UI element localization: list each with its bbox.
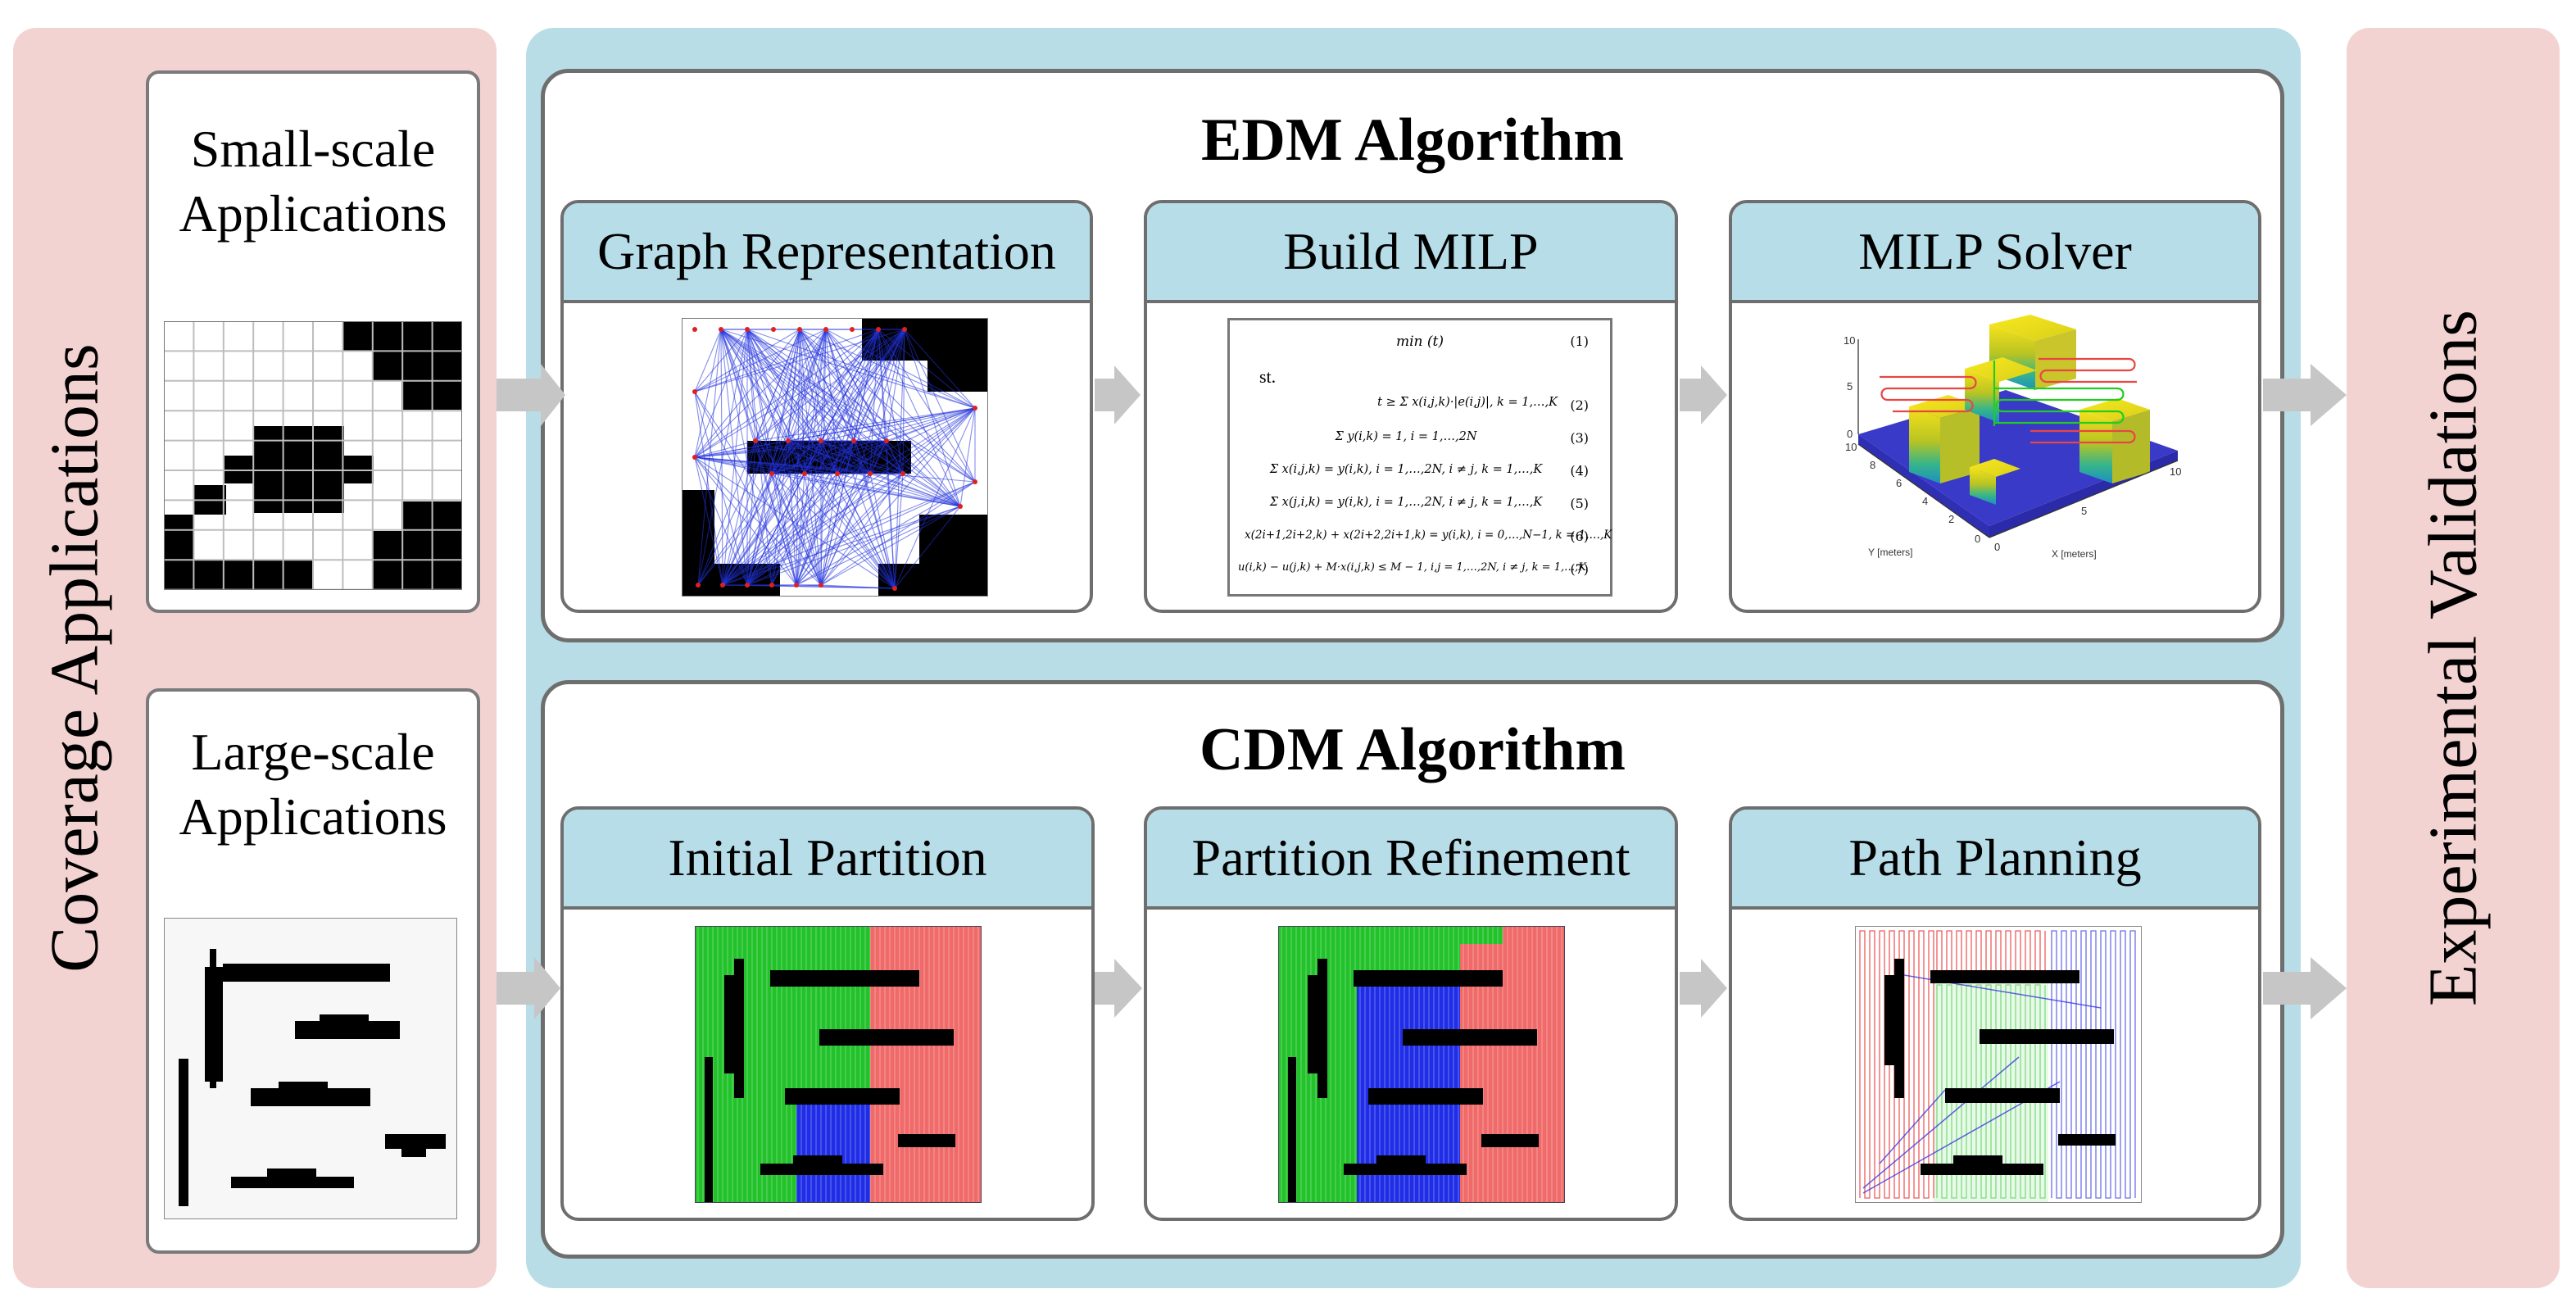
- y-tick: 6: [1896, 477, 1902, 489]
- graph-representation-title: Graph Representation: [564, 203, 1090, 303]
- eq-number: (6): [1570, 529, 1589, 544]
- path-planning-step: Path Planning: [1729, 806, 2261, 1221]
- arrow-graph-to-milp: [1095, 365, 1141, 424]
- large-scale-title-line2: Applications: [179, 787, 447, 846]
- graph-representation-figure: [682, 318, 988, 597]
- y-tick: 4: [1922, 495, 1928, 507]
- milp-constraint: u(i,k) − u(j,k) + M·x(i,j,k) ≤ M − 1, i,…: [1238, 561, 1586, 574]
- x-tick: 0: [1994, 541, 2000, 553]
- graph-representation-step: Graph Representation: [560, 200, 1093, 613]
- initial-partition-title: Initial Partition: [564, 810, 1091, 910]
- z-tick: 10: [1844, 334, 1855, 347]
- small-scale-grid-map: [164, 321, 462, 590]
- eq-number: (3): [1570, 430, 1589, 446]
- path-planning-figure: [1855, 926, 2142, 1203]
- y-tick: 8: [1870, 459, 1875, 471]
- z-tick: 0: [1847, 428, 1853, 440]
- milp-constraint: Σ x(i,j,k) = y(i,k), i = 1,…,2N, i ≠ j, …: [1269, 463, 1543, 476]
- build-milp-step: Build MILP min (t) st. (1) t ≥ Σ x(i,j,k…: [1144, 200, 1678, 613]
- large-scale-map: [164, 918, 457, 1219]
- milp-constraint: Σ x(j,i,k) = y(i,k), i = 1,…,2N, i ≠ j, …: [1269, 496, 1543, 509]
- x-tick: 5: [2081, 505, 2087, 517]
- eq-number: (5): [1570, 496, 1589, 511]
- small-scale-applications-box: Small-scale Applications: [146, 70, 480, 613]
- path-planning-title: Path Planning: [1732, 810, 2258, 910]
- arrow-initial-to-refinement: [1095, 959, 1142, 1018]
- milp-constraint: x(2i+1,2i+2,k) + x(2i+2,2i+1,k) = y(i,k)…: [1245, 529, 1612, 542]
- milp-solver-title: MILP Solver: [1732, 203, 2258, 303]
- eq-number: (4): [1570, 463, 1589, 479]
- edm-algorithm-title: EDM Algorithm: [1201, 107, 1624, 174]
- arrow-solver-to-validation: [2263, 364, 2347, 426]
- initial-partition-figure: [695, 926, 982, 1203]
- partition-refinement-step: Partition Refinement: [1144, 806, 1678, 1221]
- milp-solver-step: MILP Solver: [1729, 200, 2261, 613]
- small-scale-title-line1: Small-scale: [190, 120, 436, 178]
- milp-formulation: min (t) st. (1) t ≥ Σ x(i,j,k)·|e(i,j)|,…: [1227, 318, 1612, 597]
- small-scale-title-line2: Applications: [179, 184, 447, 243]
- x-axis-label: X [meters]: [2052, 548, 2097, 560]
- x-tick: 10: [2170, 465, 2181, 478]
- arrow-large-to-initial: [497, 957, 560, 1019]
- large-scale-title-line1: Large-scale: [191, 723, 435, 781]
- experimental-validations-panel: Experimental Validations: [2347, 28, 2560, 1288]
- eq-number: (2): [1570, 397, 1589, 413]
- y-tick: 2: [1948, 513, 1954, 525]
- partition-refinement-figure: [1278, 926, 1565, 1203]
- cdm-algorithm-title: CDM Algorithm: [1200, 716, 1626, 783]
- arrow-milp-to-solver: [1680, 365, 1727, 424]
- arrow-refinement-to-path: [1680, 959, 1727, 1018]
- build-milp-title: Build MILP: [1147, 203, 1675, 303]
- arrow-small-to-graph: [497, 364, 565, 426]
- eq-number: (7): [1570, 561, 1589, 577]
- milp-subject-to: st.: [1259, 366, 1277, 387]
- y-tick: 0: [1975, 533, 1980, 545]
- milp-constraint: t ≥ Σ x(i,j,k)·|e(i,j)|, k = 1,…,K: [1377, 396, 1558, 409]
- milp-constraint: Σ y(i,k) = 1, i = 1,…,2N: [1335, 430, 1477, 443]
- y-axis-label: Y [meters]: [1868, 547, 1912, 558]
- y-tick: 10: [1845, 441, 1857, 453]
- large-scale-applications-box: Large-scale Applications: [146, 688, 480, 1254]
- z-tick: 5: [1847, 380, 1853, 393]
- eq-number: (1): [1570, 334, 1589, 349]
- arrow-path-to-validation: [2263, 957, 2347, 1019]
- partition-refinement-title: Partition Refinement: [1147, 810, 1675, 910]
- milp-solver-3d-plot: 10 5 0 10 8 6 4 2 0 0 5 10 Y [meters] X …: [1834, 311, 2194, 603]
- initial-partition-step: Initial Partition: [560, 806, 1095, 1221]
- milp-objective: min (t): [1395, 334, 1444, 350]
